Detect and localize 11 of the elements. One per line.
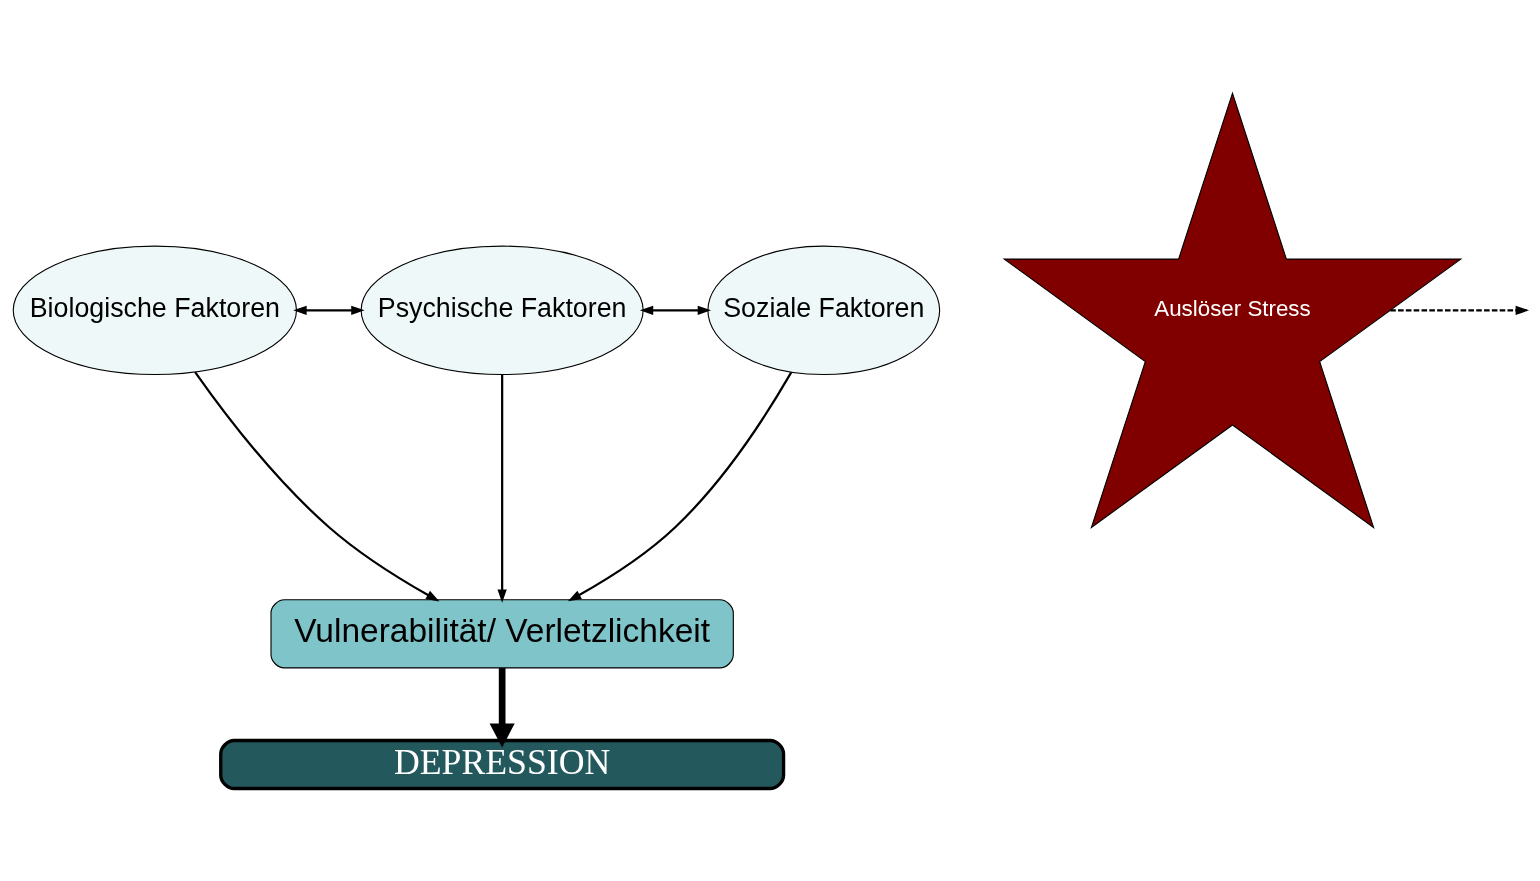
arrow bbox=[639, 305, 712, 315]
arrow bbox=[293, 305, 365, 315]
node-box: DEPRESSION bbox=[219, 738, 786, 790]
arrow bbox=[489, 667, 515, 747]
node-ellipse: Psychische Faktoren bbox=[360, 245, 644, 375]
arrow bbox=[567, 371, 793, 601]
node-ellipse: Biologische Faktoren bbox=[12, 245, 298, 375]
node-ellipse: Soziale Faktoren bbox=[707, 245, 941, 375]
arrow bbox=[497, 374, 507, 603]
node-box: Vulnerabilität/ Verletzlichkeit bbox=[270, 598, 734, 668]
arrow bbox=[194, 370, 440, 601]
